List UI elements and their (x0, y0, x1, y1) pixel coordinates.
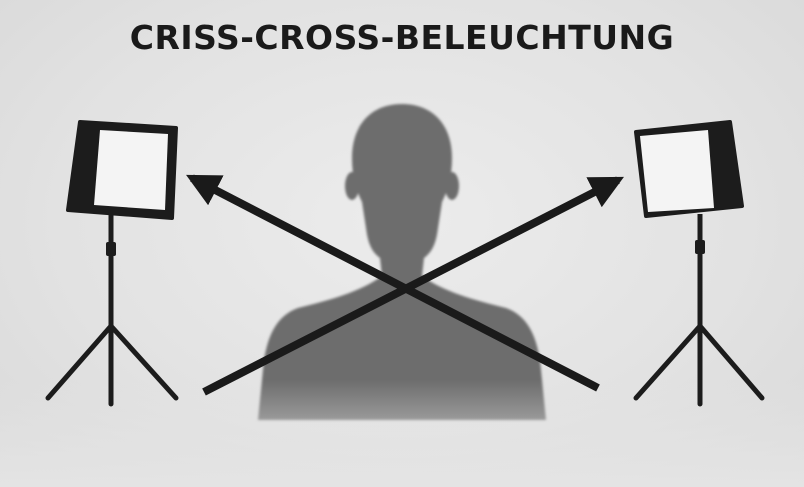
stand-knob-left (106, 242, 116, 256)
arrow-bottom-right-to-top-left (186, 174, 600, 392)
softbox-face-left (94, 130, 168, 210)
person-silhouette (258, 104, 546, 420)
softbox-light-left (45, 120, 179, 407)
tripod-leg-right-b (697, 323, 765, 401)
softbox-light-right (633, 120, 765, 407)
diagram-title: CRISS-CROSS-BELEUCHTUNG (129, 18, 675, 57)
arrows (186, 174, 624, 396)
tripod-leg-right-a (633, 323, 703, 401)
tripod-leg-left-a (45, 323, 114, 401)
tripod-leg-left-b (108, 323, 179, 401)
silhouette-head (258, 104, 546, 420)
silhouette-ear-right (445, 172, 459, 200)
stand-knob-right (695, 240, 705, 254)
softbox-face-right (640, 130, 714, 212)
arrow-bottom-left-to-top-right (202, 176, 624, 396)
silhouette-ear-left (345, 172, 359, 200)
bottom-fade (0, 380, 804, 487)
